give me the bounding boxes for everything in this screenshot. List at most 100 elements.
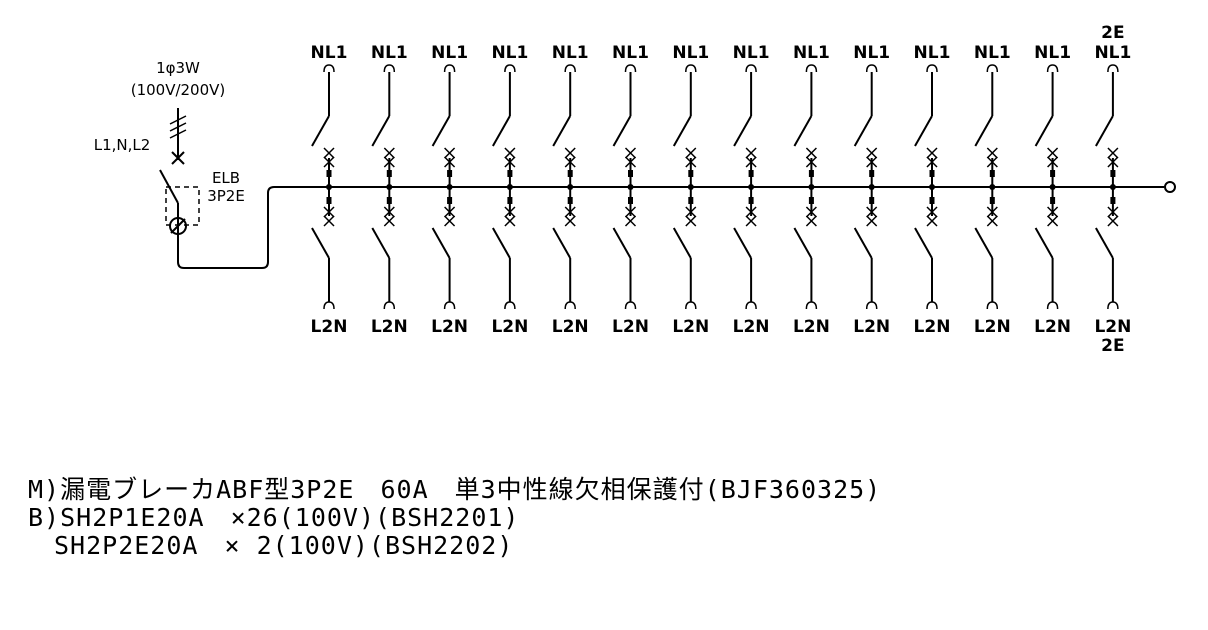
contact-x-icon bbox=[986, 206, 998, 218]
bus-node-icon bbox=[1049, 184, 1056, 190]
main-contact-x-icon bbox=[171, 151, 185, 165]
branch-bottom-blade bbox=[311, 227, 330, 259]
bus-node-icon bbox=[326, 184, 332, 190]
branch-top-label: NL1 bbox=[311, 43, 348, 63]
voltage-label: (100V/200V) bbox=[131, 81, 226, 99]
trip-element-icon bbox=[567, 170, 573, 177]
note-branch-2: SH2P2E20A × 2(100V)(BSH2202) bbox=[28, 531, 514, 560]
contact-x-icon bbox=[504, 147, 516, 159]
branch-bottom-label: L2N bbox=[612, 317, 649, 337]
branch-top-blade bbox=[1095, 115, 1114, 147]
trip-element-icon bbox=[748, 170, 754, 177]
branch-top-label: NL1 bbox=[853, 43, 890, 63]
branch-circuits: NL1L2NNL1L2NNL1L2NNL1L2NNL1L2NNL1L2NNL1L… bbox=[311, 23, 1132, 356]
branch-top-label: NL1 bbox=[371, 43, 408, 63]
single-line-diagram: 1φ3W (100V/200V) L1,N,L2 ELB 3P2E bbox=[94, 23, 1176, 356]
contact-x-icon bbox=[624, 156, 637, 168]
branch-top-label: NL1 bbox=[612, 43, 649, 63]
bus-node-icon bbox=[929, 184, 935, 190]
terminal-bottom-icon bbox=[986, 301, 999, 310]
terminal-top-icon bbox=[1046, 64, 1059, 73]
contact-x-icon bbox=[866, 156, 878, 168]
bus-node-icon bbox=[506, 184, 513, 190]
contact-x-icon bbox=[685, 156, 697, 168]
branch-top-label: NL1 bbox=[1094, 43, 1131, 63]
terminal-bottom-icon bbox=[1107, 301, 1119, 310]
branch-top-label: NL1 bbox=[552, 43, 589, 63]
bus-node-icon bbox=[687, 184, 694, 190]
branch-bottom-label: L2N bbox=[491, 317, 528, 337]
branch-top-blade bbox=[492, 115, 511, 147]
contact-x-icon bbox=[383, 147, 395, 159]
contact-x-icon bbox=[745, 147, 757, 159]
terminal-top-icon bbox=[323, 64, 335, 73]
contact-x-icon bbox=[383, 206, 395, 218]
contact-x-icon bbox=[805, 156, 817, 168]
trip-element-icon bbox=[989, 197, 995, 204]
trip-element-icon bbox=[929, 170, 935, 177]
terminal-bottom-icon bbox=[745, 301, 757, 310]
elb-name-label: ELB bbox=[212, 169, 240, 187]
branch-bottom-blade bbox=[853, 227, 873, 259]
branch-bottom-label: L2N bbox=[311, 317, 348, 337]
terminal-top-icon bbox=[383, 64, 396, 73]
branch-bottom-label: L2N bbox=[733, 317, 770, 337]
notes-block: M)漏電ブレーカABF型3P2E 60A 単3中性線欠相保護付(BJF36032… bbox=[28, 476, 1188, 560]
terminal-bottom-icon bbox=[624, 301, 637, 310]
terminal-bottom-icon bbox=[865, 301, 878, 310]
branch-top-label: NL1 bbox=[491, 43, 528, 63]
terminal-bottom-icon bbox=[685, 301, 697, 310]
contact-x-icon bbox=[1047, 147, 1059, 159]
contact-x-icon bbox=[866, 147, 878, 159]
contact-x-icon bbox=[444, 147, 456, 159]
branch-top-label: NL1 bbox=[672, 43, 709, 63]
terminal-top-icon bbox=[986, 64, 999, 73]
terminal-bottom-icon bbox=[383, 301, 396, 310]
trip-element-icon bbox=[1050, 197, 1056, 204]
three-wire-hash-icon bbox=[169, 115, 187, 139]
bus-node-icon bbox=[989, 184, 996, 190]
branch-bottom-label: L2N bbox=[552, 317, 589, 337]
terminal-top-icon bbox=[745, 64, 757, 73]
contact-x-icon bbox=[926, 147, 938, 159]
phases-label: L1,N,L2 bbox=[94, 136, 151, 154]
trip-element-icon bbox=[507, 197, 513, 204]
terminal-top-icon bbox=[865, 64, 878, 73]
bus-node-icon bbox=[567, 184, 574, 190]
branch-top-blade bbox=[371, 115, 391, 147]
bus-node-icon bbox=[1109, 184, 1116, 190]
terminal-bottom-icon bbox=[926, 301, 938, 310]
contact-x-icon bbox=[926, 215, 938, 227]
trip-element-icon bbox=[1050, 170, 1056, 177]
trip-element-icon bbox=[688, 197, 694, 204]
contact-x-icon bbox=[805, 206, 817, 218]
contact-x-icon bbox=[444, 156, 456, 168]
terminal-top-icon bbox=[504, 64, 516, 73]
branch-top-label: NL1 bbox=[793, 43, 830, 63]
terminal-top-icon bbox=[805, 64, 818, 73]
branch-top-blade bbox=[733, 115, 752, 147]
terminal-top-icon bbox=[443, 64, 456, 73]
bus-node-icon bbox=[868, 184, 875, 190]
branch-bottom-label: L2N bbox=[914, 317, 951, 337]
branch-top-blade bbox=[974, 115, 994, 147]
bus-node-icon bbox=[627, 184, 634, 190]
terminal-bottom-icon bbox=[323, 301, 335, 310]
branch-bottom-blade bbox=[492, 227, 511, 259]
trip-element-icon bbox=[628, 197, 633, 204]
contact-x-icon bbox=[866, 215, 878, 227]
trip-element-icon bbox=[567, 197, 573, 204]
contact-x-icon bbox=[383, 215, 395, 227]
branch-bottom-blade bbox=[612, 227, 632, 259]
branch-bottom-label: L2N bbox=[793, 317, 830, 337]
contact-x-icon bbox=[986, 147, 998, 159]
trip-element-icon bbox=[386, 197, 392, 204]
trip-element-icon bbox=[688, 170, 694, 177]
